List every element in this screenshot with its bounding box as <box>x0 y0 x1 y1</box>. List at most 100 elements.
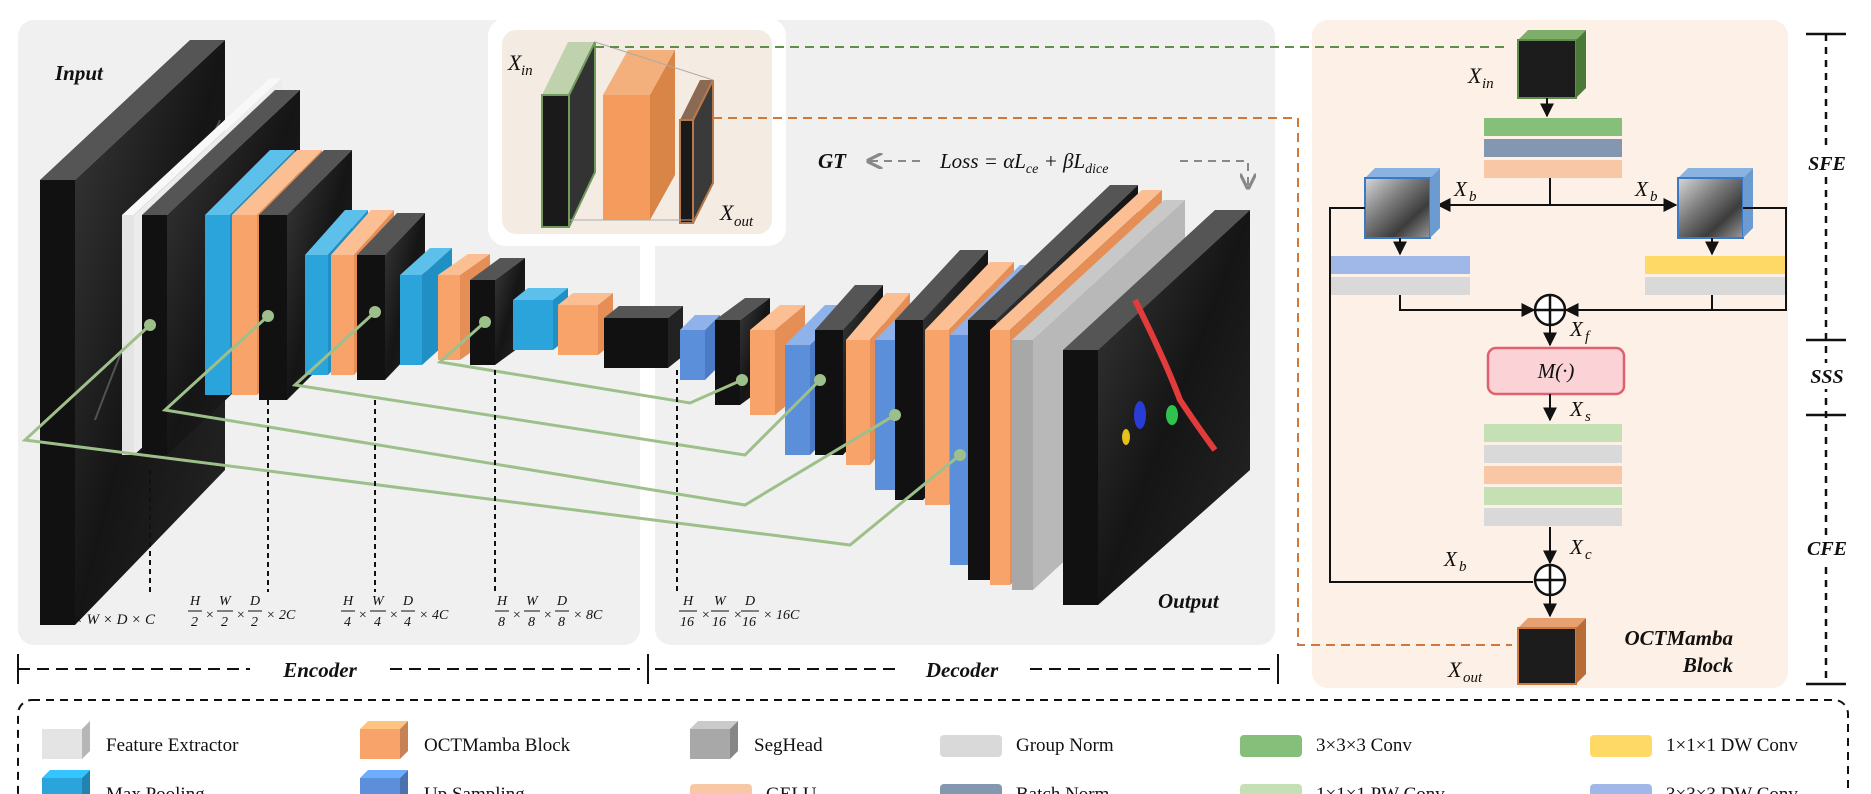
svg-text:b: b <box>1469 189 1477 205</box>
svg-text:D: D <box>249 594 260 609</box>
svg-text:X: X <box>1447 657 1463 682</box>
add-op-2 <box>1533 563 1567 597</box>
svg-text:in: in <box>1482 76 1494 92</box>
svg-text:X: X <box>1453 177 1468 201</box>
left-group-norm <box>1330 277 1470 295</box>
legend-swatch <box>400 721 408 759</box>
svg-text:D: D <box>556 594 567 609</box>
svg-text:4: 4 <box>344 615 351 630</box>
sss-label: SSS <box>1810 366 1843 388</box>
zoom-inset-x-in-label: X in <box>507 50 533 79</box>
svg-text:W: W <box>372 594 385 609</box>
svg-text:8: 8 <box>498 615 505 630</box>
svg-text:×: × <box>733 608 742 623</box>
cfe-pw-conv-2 <box>1484 487 1622 505</box>
loss-formula: Loss = αLce + βLdice <box>939 149 1108 177</box>
svg-text:16: 16 <box>712 615 726 630</box>
sfe-conv333 <box>1484 118 1622 136</box>
legend-item-group-norm: Group Norm <box>940 735 1114 757</box>
svg-text:H: H <box>682 594 694 609</box>
legend-swatch <box>82 721 90 759</box>
encoder-label: Encoder <box>282 658 357 682</box>
block-xb-left-label: X b <box>1453 177 1477 205</box>
dimension-markers <box>149 370 678 592</box>
legend-item-batch-norm: Batch Norm <box>940 784 1110 794</box>
svg-text:Loss = αLce + βLdice: Loss = αLce + βLdice <box>939 149 1108 177</box>
legend-item-feature-extractor: Feature Extractor <box>42 721 239 759</box>
svg-text:×: × <box>236 608 245 623</box>
legend-item-3-3-3-dw-conv: 3×3×3 DW Conv <box>1590 784 1798 794</box>
svg-text:c: c <box>1585 547 1592 563</box>
svg-text:×: × <box>358 608 367 623</box>
skip-connections <box>21 310 961 547</box>
legend-swatch <box>360 721 408 729</box>
svg-text:H: H <box>189 594 201 609</box>
legend-label: SegHead <box>754 735 823 756</box>
svg-text:X: X <box>1569 317 1584 341</box>
svg-text:f: f <box>1585 329 1591 345</box>
svg-text:out: out <box>1463 670 1483 686</box>
legend-swatch <box>690 721 738 729</box>
svg-text:W: W <box>219 594 232 609</box>
legend-swatch <box>1240 784 1302 794</box>
legend-swatch <box>940 735 1002 757</box>
legend-swatch <box>360 778 400 794</box>
block-x-out-label: X out <box>1447 657 1483 686</box>
svg-text:8: 8 <box>528 615 535 630</box>
svg-text:X: X <box>507 50 523 75</box>
svg-text:× 2C: × 2C <box>266 608 296 623</box>
x-s-label: X s <box>1569 397 1591 425</box>
output-segmentation-green <box>1166 405 1178 425</box>
legend-swatch <box>82 770 90 794</box>
svg-text:× 4C: × 4C <box>419 608 449 623</box>
legend-label: Up Sampling <box>424 784 525 794</box>
legend-label: Feature Extractor <box>106 735 239 756</box>
svg-text:X: X <box>1634 177 1649 201</box>
block-x-in-label: X in <box>1467 63 1494 92</box>
svg-text:H: H <box>342 594 354 609</box>
block-x-in-cube <box>1517 30 1586 99</box>
dim-label-0: H × W × D × C <box>57 612 156 628</box>
legend-swatch <box>940 784 1002 794</box>
output-segmentation-blue <box>1134 401 1146 429</box>
svg-text:b: b <box>1650 189 1658 205</box>
block-xb-right-label: X b <box>1634 177 1658 205</box>
svg-text:× 8C: × 8C <box>573 608 603 623</box>
mamba-operator <box>1486 346 1626 396</box>
legend-label: OCTMamba Block <box>424 735 571 756</box>
stage-bracket <box>1806 32 1846 686</box>
legend-item-3-3-3-conv: 3×3×3 Conv <box>1240 735 1412 757</box>
legend-label: 1×1×1 PW Conv <box>1316 784 1445 794</box>
cfe-group-norm-1 <box>1484 445 1622 463</box>
legend-swatch <box>1590 784 1652 794</box>
sfe-batch-norm <box>1484 139 1622 157</box>
legend-item-max-pooling: Max Pooling <box>42 770 205 794</box>
svg-text:×: × <box>205 608 214 623</box>
cfe-pw-conv-1 <box>1484 424 1622 442</box>
svg-text:× 16C: × 16C <box>763 608 800 623</box>
legend-label: 3×3×3 DW Conv <box>1666 784 1798 794</box>
svg-text:×: × <box>543 608 552 623</box>
legend-swatch <box>690 784 752 794</box>
x-f-label: X f <box>1569 317 1591 345</box>
legend-swatch <box>42 770 90 778</box>
output-segmentation-red <box>1132 298 1218 452</box>
svg-text:out: out <box>734 214 754 230</box>
dim-label-2: H4 × W4 × D4 × 4C <box>341 594 449 630</box>
svg-text:W: W <box>714 594 727 609</box>
x-c-label: X c <box>1569 535 1592 563</box>
svg-text:4: 4 <box>374 615 381 630</box>
legend-swatch <box>42 729 82 759</box>
svg-text:×: × <box>512 608 521 623</box>
legend-swatch <box>42 721 90 729</box>
legend-swatch <box>1240 735 1302 757</box>
legend-item-up-sampling: Up Sampling <box>360 770 525 794</box>
output-loss-arrow <box>1180 160 1248 188</box>
legend-item-seghead: SegHead <box>690 721 823 759</box>
input-label: Input <box>54 61 104 85</box>
mamba-operator-label: M(·) <box>1537 359 1575 383</box>
legend-box <box>17 699 1849 794</box>
legend-item-1-1-1-pw-conv: 1×1×1 PW Conv <box>1240 784 1445 794</box>
legend-label: GELU <box>766 784 817 794</box>
